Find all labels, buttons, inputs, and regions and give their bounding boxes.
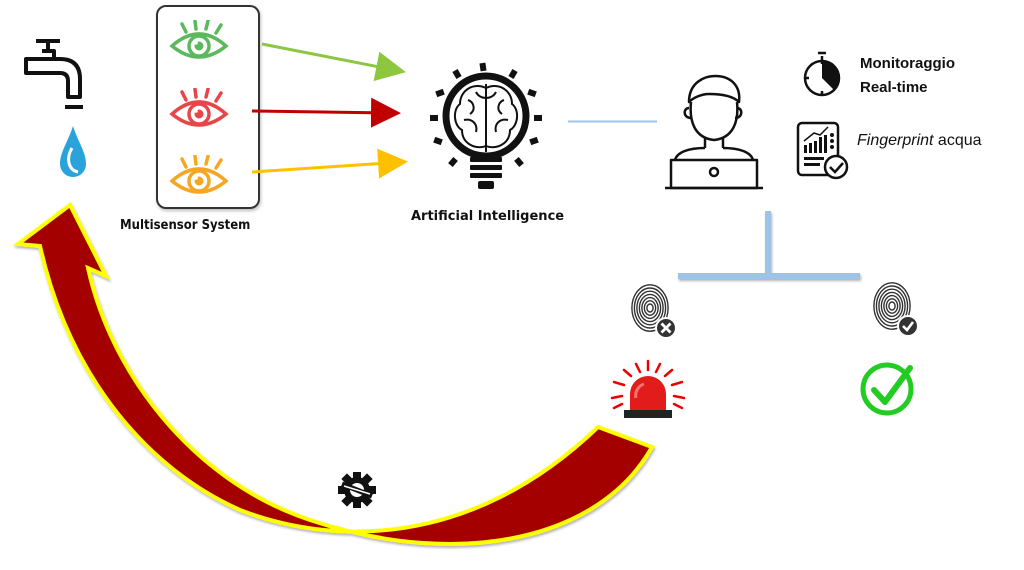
realtime-monitoring-line2: Real-time [860,79,928,96]
water-drop-icon [58,124,88,180]
user-laptop-icon [665,72,763,192]
realtime-monitoring-line1: Monitoraggio [860,55,955,72]
multisensor-panel [156,5,260,209]
brain-lightbulb-icon [424,60,548,194]
fingerprint-x-icon [624,276,680,344]
eye-icon-red [166,88,232,128]
eye-icon-yellow [166,155,232,195]
feedback-arrow [12,201,655,546]
eye-icon-green [166,20,232,60]
gear-wrench-icon [334,470,380,510]
multisensor-label: Multisensor System [120,218,251,233]
fingerprint-italic-text: Fingerprint [857,132,934,149]
ai-label: Artificial Intelligence [411,209,565,224]
water-fingerprint-label: Fingerprint acqua [857,132,982,150]
arrow-red-to-ai [251,97,401,128]
fingerprint-suffix-text: acqua [933,132,982,149]
arrow-green-to-ai [261,42,406,82]
stopwatch-icon [800,48,844,100]
arrow-ai-to-operator [567,100,663,143]
fingerprint-check-icon [866,274,922,338]
decision-split-connector [678,211,860,279]
realtime-monitoring-label: Monitoraggio Real-time [860,52,955,100]
red-siren-icon [604,358,692,420]
report-check-icon [796,121,852,181]
water-tap-icon [22,33,92,113]
green-check-icon [858,360,918,416]
arrow-yellow-to-ai [251,148,408,179]
